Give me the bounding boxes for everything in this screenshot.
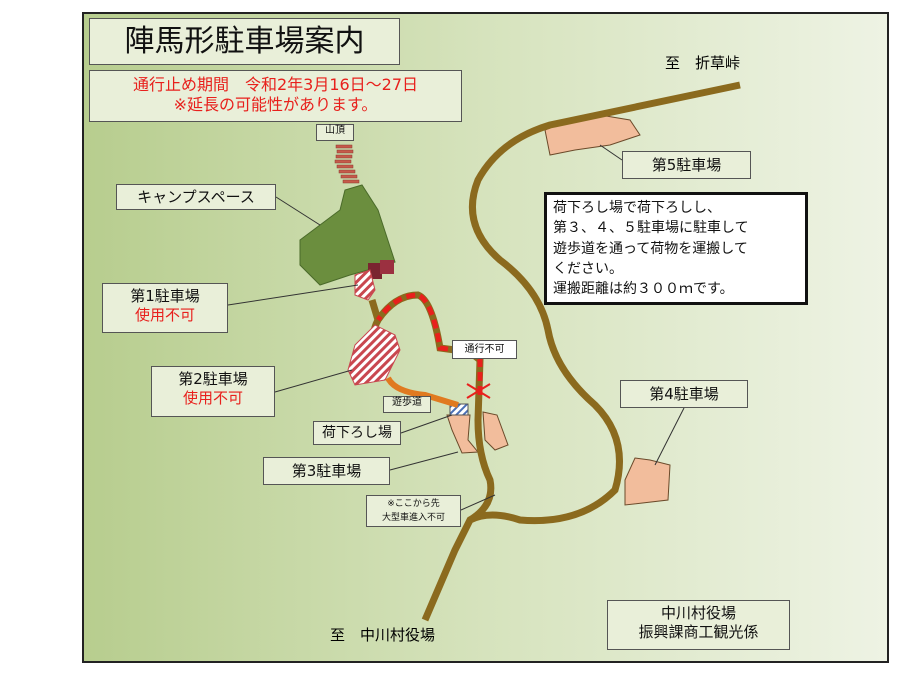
parking-2-name: 第2駐車場 xyxy=(178,370,248,388)
parking-3-label: 第3駐車場 xyxy=(263,457,390,485)
page-title: 陣馬形駐車場案内 xyxy=(89,18,400,65)
closed-x-icon xyxy=(466,383,491,399)
closed-road-section xyxy=(375,292,483,395)
large-vehicle-notice: ※ここから先 大型車進入不可 xyxy=(366,495,461,527)
parking-2-status: 使用不可 xyxy=(182,388,243,407)
parking-4-label: 第4駐車場 xyxy=(620,380,748,408)
closed-label: 通行不可 xyxy=(452,340,517,359)
instruction-line: ください。 xyxy=(553,260,623,277)
contact-office: 中川村役場 xyxy=(660,604,736,622)
parking-4-area xyxy=(624,457,671,506)
leader-lines xyxy=(227,144,685,511)
summit-stairs xyxy=(334,144,360,184)
parking-3b-area xyxy=(482,411,509,451)
large-vehicle-line1: ※ここから先 xyxy=(387,499,440,509)
unloading-label: 荷下ろし場 xyxy=(313,421,401,445)
parking-1-area xyxy=(354,269,376,301)
to-pass-label: 至 折草峠 xyxy=(665,54,741,72)
instruction-line: 遊歩道を通って荷物を運搬して xyxy=(553,240,748,257)
parking-5-label: 第5駐車場 xyxy=(622,151,751,179)
camp-area xyxy=(299,184,396,286)
instruction-line: 荷下ろし場で荷下ろしし、 xyxy=(553,200,721,216)
contact-box: 中川村役場 振興課商工観光係 xyxy=(607,600,790,650)
instruction-line: 第３、４、５駐車場に駐車して xyxy=(553,220,749,237)
closure-period: 通行止め期間 令和2年3月16日～27日 xyxy=(132,75,419,94)
contact-department: 振興課商工観光係 xyxy=(638,622,759,641)
parking-1-label: 第1駐車場 使用不可 xyxy=(102,283,228,333)
instruction-line: 運搬距離は約３００ｍです。 xyxy=(553,281,734,298)
unloading-area xyxy=(449,403,469,416)
trail-path xyxy=(385,376,459,408)
large-vehicle-line2: 大型車進入不可 xyxy=(381,512,445,523)
to-village-label: 至 中川村役場 xyxy=(330,626,436,644)
parking-2-label: 第2駐車場 使用不可 xyxy=(151,366,275,417)
parking-1-name: 第1駐車場 xyxy=(130,287,200,305)
extension-note: ※延長の可能性があります。 xyxy=(173,95,378,114)
camp-label: キャンプスペース xyxy=(116,184,276,210)
parking-2-area xyxy=(347,324,401,386)
trail-label: 遊歩道 xyxy=(383,396,431,413)
instructions-box: 荷下ろし場で荷下ろしし、 第３、４、５駐車場に駐車して 遊歩道を通って荷物を運搬… xyxy=(544,192,808,305)
parking-1-status: 使用不可 xyxy=(134,305,195,324)
closure-notice: 通行止め期間 令和2年3月16日～27日 ※延長の可能性があります。 xyxy=(89,70,462,122)
main-road xyxy=(421,81,741,622)
summit-label: 山頂 xyxy=(316,124,354,141)
